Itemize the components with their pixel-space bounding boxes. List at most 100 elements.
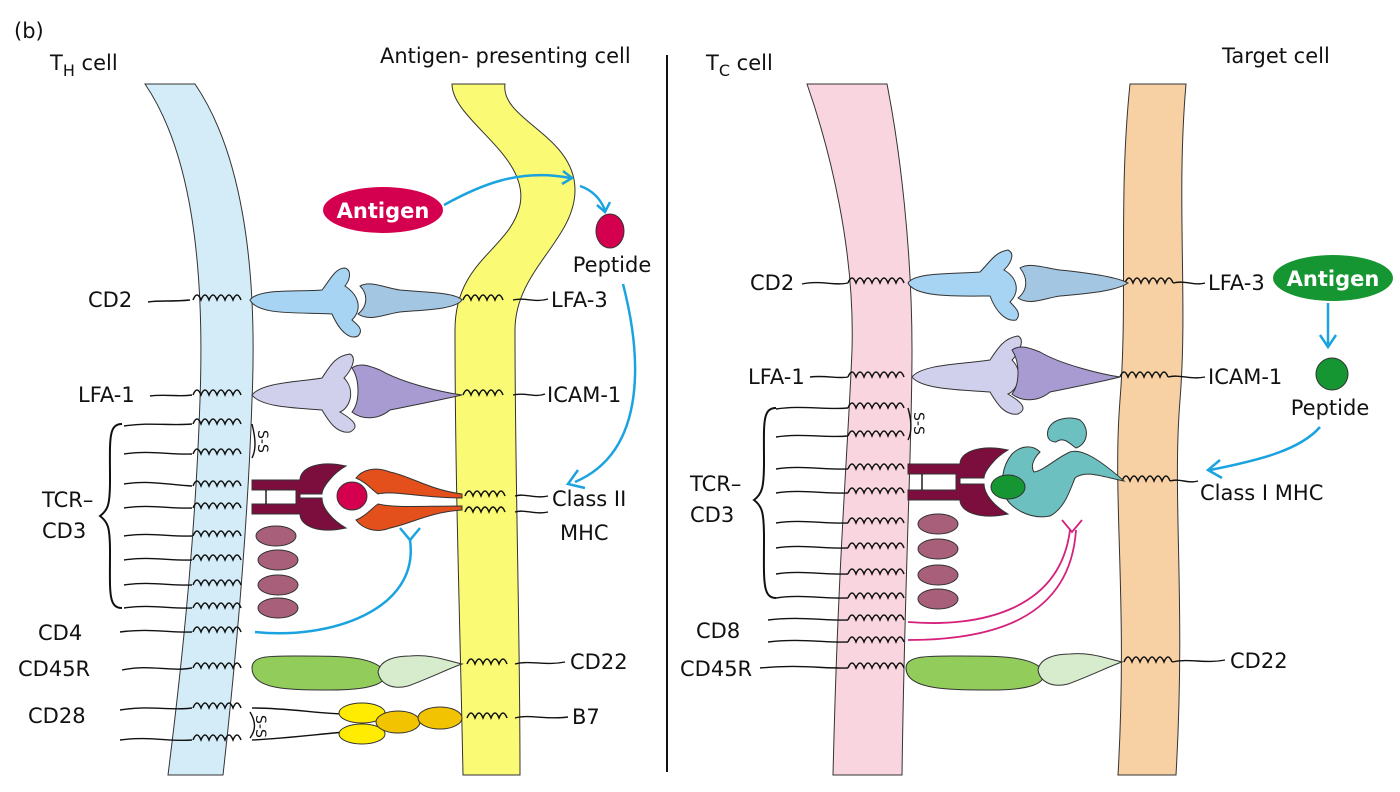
arrowhead-icon (1318, 334, 1338, 350)
cd8-tail-2 (767, 639, 849, 643)
cd45r-tail (121, 667, 193, 671)
lfa3-tail (1172, 281, 1206, 285)
tcr-tail-7 (123, 582, 193, 586)
disulfide-line (251, 423, 256, 459)
tcr-label: TCR– (689, 472, 741, 496)
cd28-domain (338, 723, 386, 745)
lfa1-protein (251, 353, 356, 433)
cd2-tail (147, 299, 191, 303)
cd28-tail-1 (119, 707, 193, 711)
lfa3-protein (357, 283, 463, 318)
apc-membrane (451, 83, 576, 776)
th-cell-title: TH cell (49, 51, 118, 80)
arrowhead-icon (1205, 459, 1223, 480)
mhc2-label: Class II (552, 487, 626, 511)
antigen-label: Antigen (337, 199, 430, 223)
icam1-protein (351, 364, 463, 419)
cd3-chain (917, 588, 959, 610)
cd3-chain (257, 597, 299, 619)
cd2-label: CD2 (750, 271, 794, 295)
target-membrane (1117, 83, 1187, 776)
tcr-tail-2 (123, 451, 193, 455)
cd28-tail-2 (119, 737, 193, 742)
b7-label: B7 (572, 705, 600, 729)
cd45r-label: CD45R (680, 657, 752, 681)
cd4-fork (399, 527, 421, 542)
icam1-tail (512, 393, 546, 397)
th-panel: Antigen Peptide (14, 19, 651, 776)
tcr-tail-8 (123, 605, 193, 609)
lfa3-tail (512, 298, 549, 302)
lfa1-label: LFA-1 (78, 383, 135, 407)
arrowhead-icon (561, 170, 575, 186)
tcr-protein (251, 463, 348, 531)
cd22-tail (1171, 659, 1226, 663)
tcr-tail-3 (775, 466, 849, 470)
tcr-label: TCR– (41, 488, 93, 512)
arrowhead-icon (596, 201, 612, 215)
cd22-protein (1037, 653, 1124, 686)
peptide-in-groove (990, 474, 1026, 500)
cd4-tail (119, 629, 193, 633)
cd3-chain (255, 525, 297, 547)
tcr-tail-2 (775, 434, 849, 438)
cd22-tail (514, 661, 566, 665)
tcr-cd3-brace (752, 407, 777, 599)
cd45r-label: CD45R (18, 657, 90, 681)
cd3-chain (917, 538, 959, 560)
cd4-coreceptor (254, 539, 412, 635)
cd2-label: CD2 (88, 288, 132, 312)
mhc1-tail (1169, 479, 1199, 483)
disulfide-label-upper: S-S (254, 430, 270, 453)
peptide-in-groove (336, 481, 368, 511)
b2-microglobulin (1047, 417, 1087, 449)
target-cell-title: Target cell (1221, 44, 1330, 68)
icam1-tail (1167, 375, 1206, 379)
cd8-coreceptor-2 (907, 529, 1077, 641)
antigen-to-apc-arrow (443, 173, 571, 207)
cd28-disulfide-label: S-S (252, 715, 268, 738)
tcr-tail-3 (123, 481, 193, 487)
cd28-arm-1 (251, 707, 346, 715)
cd3-label: CD3 (42, 519, 86, 543)
antigen-pill (323, 187, 443, 233)
cd8-label: CD8 (696, 619, 740, 643)
cd3-chain (257, 574, 299, 596)
peptide-label: Peptide (1291, 396, 1369, 420)
cd8-coreceptor-1 (907, 529, 1071, 624)
th-cell-membrane (144, 83, 254, 776)
cd45r-protein (905, 655, 1045, 691)
cd4-label: CD4 (38, 621, 82, 645)
antigen-label: Antigen (1287, 267, 1380, 291)
cd3-chain (917, 564, 959, 586)
tc-panel: Antigen Peptide (680, 44, 1393, 776)
cd28-label: CD28 (28, 704, 86, 728)
tcr-tail-7 (775, 571, 849, 575)
tcr-cd3-brace (98, 423, 123, 609)
tcr-tail-4 (123, 505, 193, 509)
lfa1-label: LFA-1 (748, 365, 805, 389)
apc-title: Antigen- presenting cell (380, 44, 631, 68)
icam1-label: ICAM-1 (547, 383, 621, 407)
peptide-blob (1315, 357, 1349, 391)
cd2-tail (801, 281, 849, 285)
arrowhead-icon (565, 469, 586, 490)
lfa1-protein (911, 335, 1024, 415)
mhc2-tail-2 (514, 510, 549, 514)
tcr-tail-5 (775, 520, 849, 524)
antigen-pill (1273, 255, 1393, 301)
cd8-tail-1 (767, 617, 849, 621)
cd2-protein (907, 249, 1019, 321)
mhc2-alpha (355, 468, 463, 499)
mhc2-tail-1 (514, 494, 549, 498)
cd22-protein (377, 655, 464, 688)
tcr-tail-6 (123, 557, 193, 561)
lfa1-tail (149, 394, 193, 397)
b7-tail (514, 715, 569, 719)
lfa3-label: LFA-3 (1208, 271, 1265, 295)
peptide-to-mhc-arrow (574, 283, 637, 484)
tc-cell-title: TC cell (705, 51, 773, 80)
tcr-tail-4 (775, 490, 849, 494)
mhc1-heavy-chain (1001, 446, 1126, 518)
